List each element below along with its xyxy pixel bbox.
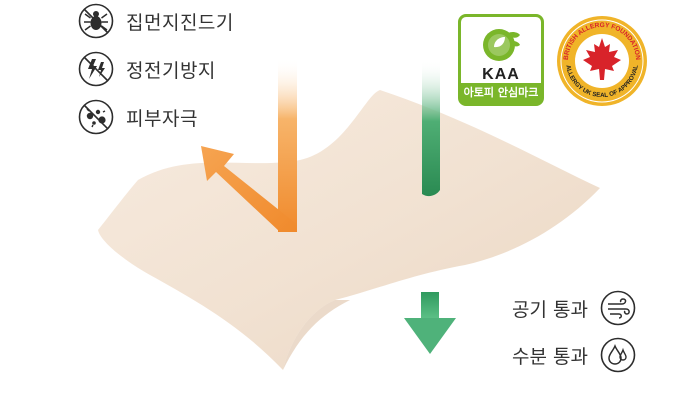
fabric-fold-shadow xyxy=(283,300,350,370)
orange-arrow-reflect xyxy=(201,146,297,232)
static-electricity-icon xyxy=(78,51,114,87)
feature-label: 정전기방지 xyxy=(126,59,216,82)
fabric-sheet xyxy=(98,90,600,370)
pass-label: 수분 통과 xyxy=(512,345,588,368)
feature-dust-mite: 집먼지진드기 xyxy=(78,3,234,39)
green-arrow-lower-shaft xyxy=(421,292,439,320)
british-allergy-foundation-seal: BRITISH ALLERGY FOUNDATION ALLERGY UK SE… xyxy=(557,16,647,106)
dust-mite-icon xyxy=(78,3,114,39)
orange-arrow-shaft xyxy=(278,58,297,232)
feature-static: 정전기방지 xyxy=(78,51,216,87)
water-drop-icon xyxy=(600,337,636,373)
feature-label: 집먼지진드기 xyxy=(126,11,234,34)
kaa-name: 아토피 안심마크 xyxy=(461,83,541,103)
wind-icon xyxy=(600,290,636,326)
feature-skin-irritation: 피부자극 xyxy=(78,99,198,135)
pass-air: 공기 통과 xyxy=(512,290,636,326)
feature-label: 피부자극 xyxy=(126,107,198,130)
skin-irritant-icon xyxy=(78,99,114,135)
pass-moisture: 수분 통과 xyxy=(512,337,636,373)
green-arrow-head xyxy=(404,318,456,354)
green-arrow-shaft xyxy=(422,60,440,197)
kaa-badge: KAA 아토피 안심마크 xyxy=(458,14,544,106)
pass-label: 공기 통과 xyxy=(512,298,588,321)
kaa-leaf-logo-icon xyxy=(483,29,520,61)
maple-leaf-icon xyxy=(583,38,621,80)
kaa-code: KAA xyxy=(482,66,520,83)
